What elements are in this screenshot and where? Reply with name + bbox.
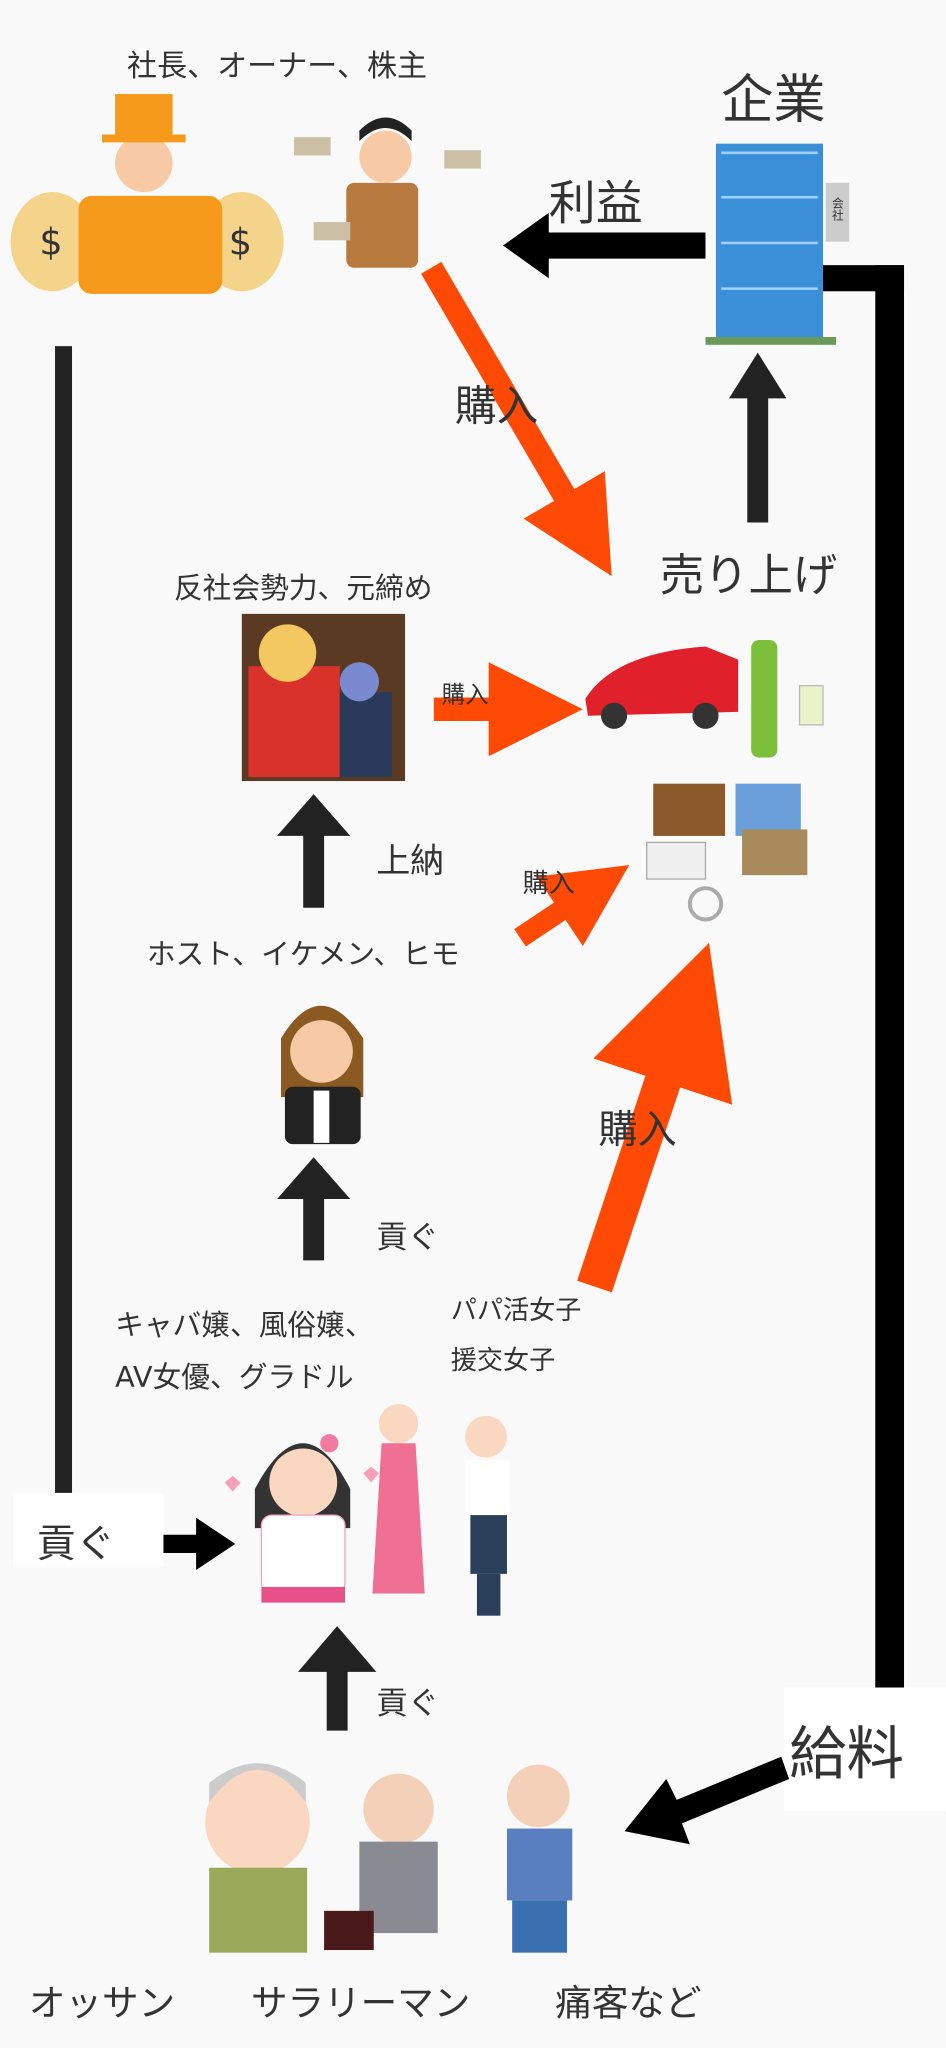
gangster-illustration bbox=[241, 613, 406, 782]
left-flow-line bbox=[55, 346, 73, 1503]
customer-label-itakyaku: 痛客など bbox=[555, 1981, 701, 2024]
papakatsu-label-line1: パパ活女子 bbox=[451, 1296, 582, 1326]
customer-label-salaryman: サラリーマン bbox=[251, 1981, 470, 2024]
give-label-host: 貢ぐ bbox=[376, 1219, 439, 1255]
salary-label: 給料 bbox=[789, 1721, 904, 1788]
rich-man-illustration: $$ bbox=[10, 94, 284, 294]
sales-arrow bbox=[729, 352, 787, 523]
tribute-label: 上納 bbox=[376, 841, 444, 881]
svg-text:$: $ bbox=[39, 221, 62, 264]
purchase-label-host: 購入 bbox=[523, 869, 575, 899]
rich-young-man-illustration bbox=[294, 117, 481, 268]
purchase-arrow-owners bbox=[421, 261, 612, 577]
purchase-label-owners: 購入 bbox=[455, 382, 539, 431]
luxury-goods-illustration bbox=[585, 640, 824, 922]
give-left-label: 貢ぐ bbox=[37, 1522, 115, 1567]
profit-label: 利益 bbox=[549, 176, 643, 231]
give-left-arrow bbox=[163, 1517, 236, 1570]
host-illustration bbox=[281, 1005, 364, 1145]
purchase-label-gangster: 購入 bbox=[442, 681, 489, 709]
purchase-arrow-girls bbox=[577, 942, 733, 1293]
svg-text:$: $ bbox=[229, 221, 252, 264]
give-arrow-host bbox=[277, 1157, 351, 1261]
tribute-arrow bbox=[277, 794, 351, 908]
company-sign: 会社 bbox=[830, 197, 844, 221]
hostesses-label-line2: AV女優、グラドル bbox=[115, 1360, 353, 1394]
antisocial-label: 反社会勢力、元締め bbox=[174, 571, 432, 605]
salary-arrow bbox=[624, 1756, 790, 1845]
give-left-label-box bbox=[13, 1492, 164, 1568]
purchase-arrow-host bbox=[514, 864, 630, 947]
customer-label-ossan: オッサン bbox=[29, 1981, 175, 2024]
give-label-customers: 貢ぐ bbox=[376, 1686, 439, 1722]
company-building-icon: 会社 bbox=[705, 143, 850, 345]
right-flow-line bbox=[875, 265, 905, 1689]
hosts-label: ホスト、イケメン、ヒモ bbox=[147, 937, 460, 971]
profit-arrow bbox=[503, 212, 706, 279]
owners-label: 社長、オーナー、株主 bbox=[127, 49, 427, 84]
hostesses-label-line1: キャバ嬢、風俗嬢、 bbox=[115, 1308, 373, 1342]
give-arrow-customers bbox=[297, 1626, 377, 1731]
salary-label-box bbox=[783, 1687, 946, 1812]
company-label: 企業 bbox=[721, 71, 825, 131]
customers-illustration bbox=[205, 1763, 573, 1953]
papakatsu-label-line2: 援交女子 bbox=[451, 1346, 555, 1376]
girls-illustration bbox=[224, 1404, 510, 1616]
purchase-label-girls: 購入 bbox=[598, 1108, 676, 1153]
sales-label: 売り上げ bbox=[660, 550, 838, 601]
